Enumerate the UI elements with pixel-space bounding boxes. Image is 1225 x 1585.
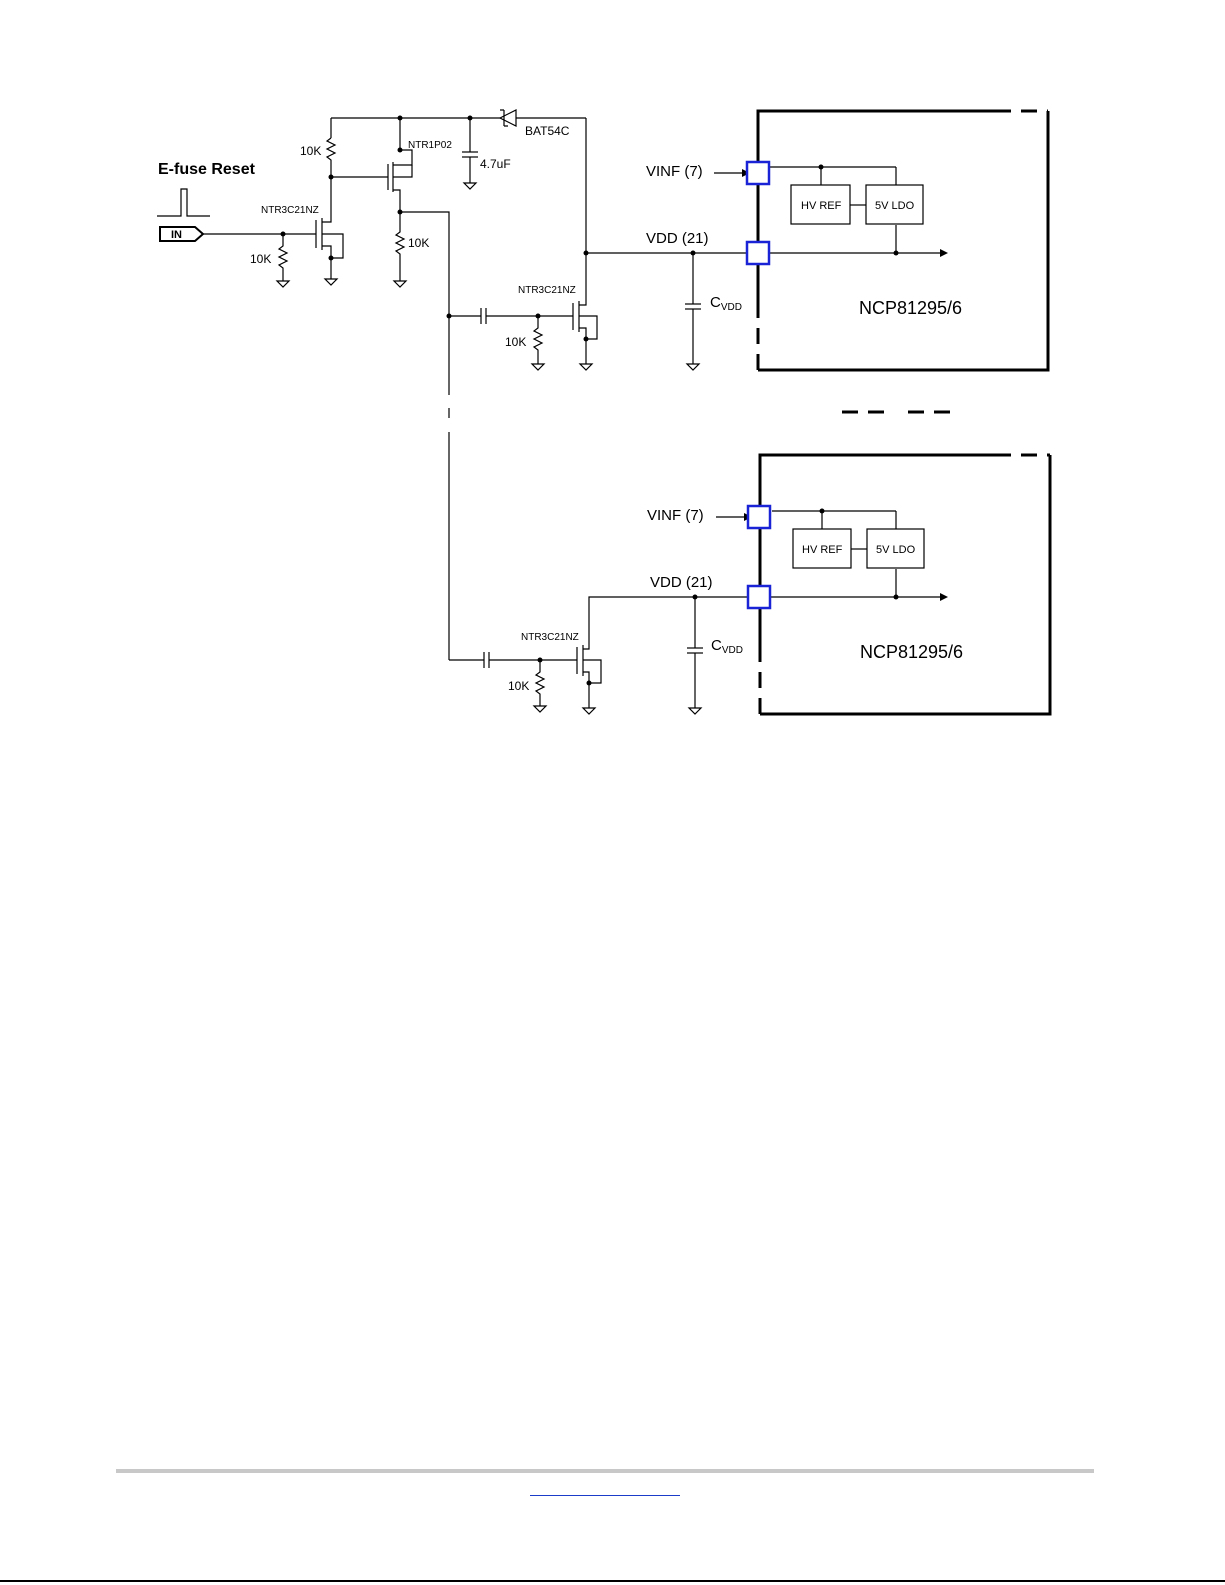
hv-ref-label: HV REF bbox=[802, 544, 843, 556]
chip-2: HV REF 5V LDO VINF (7) VDD (21) CVDD NCP… bbox=[647, 455, 1050, 714]
nmos-input-label: NTR3C21NZ bbox=[261, 205, 319, 216]
bottom-rule bbox=[0, 1580, 1225, 1582]
pmos-label: NTR1P02 bbox=[408, 140, 452, 151]
vinf-pin-label: VINF (7) bbox=[647, 507, 704, 524]
r-gate-in-label: 10K bbox=[250, 252, 271, 266]
input-port-label: IN bbox=[171, 229, 182, 241]
reset-pulse-symbol bbox=[157, 189, 210, 216]
cap-label: 4.7uF bbox=[480, 157, 511, 171]
r-gate-1-label: 10K bbox=[505, 335, 526, 349]
vinf-pin bbox=[748, 506, 770, 528]
r-gate-2-label: 10K bbox=[508, 679, 529, 693]
nmos-input-transistor bbox=[316, 203, 343, 285]
vdd-pin-label: VDD (21) bbox=[650, 574, 713, 591]
vinf-pin-label: VINF (7) bbox=[646, 163, 703, 180]
ldo-label: 5V LDO bbox=[875, 200, 915, 212]
vdd-pin bbox=[748, 586, 770, 608]
hv-ref-label: HV REF bbox=[801, 200, 842, 212]
diode-label: BAT54C bbox=[525, 124, 570, 138]
chip-name: NCP81295/6 bbox=[860, 642, 963, 662]
r-drain-label: 10K bbox=[408, 236, 429, 250]
nmos-1-transistor bbox=[573, 253, 597, 370]
chip-name: NCP81295/6 bbox=[859, 298, 962, 318]
efuse-reset-title: E-fuse Reset bbox=[158, 161, 256, 178]
cvdd-label: CVDD bbox=[711, 637, 743, 656]
nmos-2-label: NTR3C21NZ bbox=[521, 632, 579, 643]
ldo-label: 5V LDO bbox=[876, 544, 916, 556]
r-pullup-label: 10K bbox=[300, 144, 321, 158]
chip-1: HV REF 5V LDO VINF (7) VDD (21) CVDD NCP… bbox=[586, 111, 1048, 370]
vdd-pin-label: VDD (21) bbox=[646, 230, 709, 247]
pmos-transistor bbox=[331, 118, 412, 215]
cvdd-label: CVDD bbox=[710, 294, 742, 313]
vinf-pin bbox=[747, 162, 769, 184]
footer-link[interactable] bbox=[530, 1494, 680, 1496]
vdd-pin bbox=[747, 242, 769, 264]
nmos-2-transistor bbox=[577, 597, 695, 714]
ground-symbol bbox=[277, 281, 289, 287]
footer-rule bbox=[116, 1469, 1094, 1473]
nmos-1-label: NTR3C21NZ bbox=[518, 285, 576, 296]
